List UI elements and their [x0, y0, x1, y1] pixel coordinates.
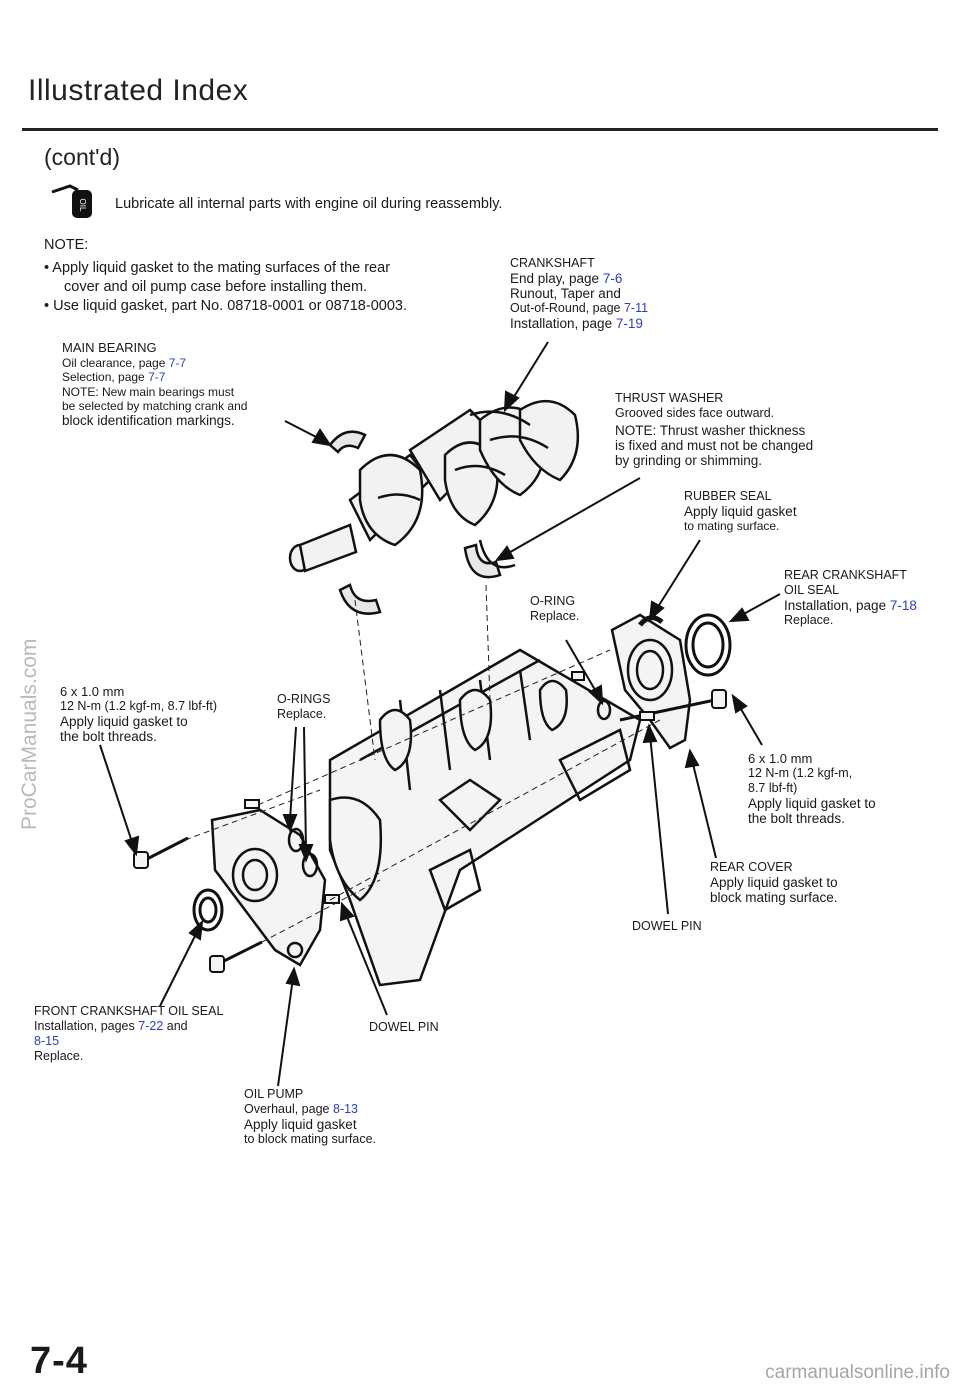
page-ref-7-7-oil[interactable]: 7-7 — [168, 355, 187, 370]
page-ref-8-15[interactable]: 8-15 — [34, 1034, 60, 1048]
dowel-pin-rear — [571, 671, 585, 681]
note-item-2: • Use liquid gasket, part No. 08718-0001… — [44, 298, 407, 314]
dowel-pin-top — [244, 799, 260, 809]
rear-cover — [610, 613, 692, 750]
label-rear-crankshaft-oil-seal: REAR CRANKSHAFT OIL SEAL Installation, p… — [784, 568, 917, 627]
label-front-crankshaft-oil-seal: FRONT CRANKSHAFT OIL SEAL Installation, … — [34, 1004, 224, 1063]
o-ring — [596, 699, 612, 721]
note-heading: NOTE: — [44, 237, 89, 253]
page-ref-7-7-selection[interactable]: 7-7 — [148, 370, 166, 384]
title-rule — [22, 128, 938, 131]
main-bearing-lower — [338, 583, 382, 615]
dowel-pin-right — [639, 711, 655, 721]
label-rubber-seal: RUBBER SEAL Apply liquid gasket to matin… — [684, 489, 797, 533]
o-ring-left-2 — [301, 852, 319, 878]
note-item-1-line-2: cover and oil pump case before installin… — [64, 279, 368, 295]
label-o-ring: O-RING Replace. — [530, 594, 580, 623]
label-thrust-washer: THRUST WASHER Grooved sides face outward… — [615, 391, 814, 468]
bolt-pump — [209, 940, 263, 973]
rear-crankshaft-oil-seal — [684, 613, 732, 677]
label-bolt-right: 6 x 1.0 mm 12 N-m (1.2 kgf-m, 8.7 lbf-ft… — [748, 751, 876, 826]
main-bearing-upper — [328, 430, 367, 454]
alignment-lines — [184, 584, 661, 943]
page-ref-7-18[interactable]: 7-18 — [889, 598, 917, 613]
page-ref-7-22[interactable]: 7-22 — [138, 1019, 164, 1033]
oil-note-text: Lubricate all internal parts with engine… — [115, 196, 503, 212]
oil-can-icon: OIL — [51, 184, 92, 218]
crankshaft-drawing — [288, 399, 580, 573]
watermark-bottom-right: carmanualsonline.info — [765, 1362, 950, 1383]
page-number: 7-4 — [30, 1340, 88, 1382]
note-item-1-line-1: • Apply liquid gasket to the mating surf… — [44, 260, 391, 276]
label-bolt-left: 6 x 1.0 mm 12 N-m (1.2 kgf-m, 8.7 lbf-ft… — [60, 684, 217, 744]
label-main-bearing: MAIN BEARING Oil clearance, page 7-7 Sel… — [62, 340, 248, 428]
engine-block — [328, 648, 642, 987]
svg-text:OIL: OIL — [78, 199, 87, 212]
thrust-washer — [463, 539, 516, 579]
note-block: NOTE: • Apply liquid gasket to the matin… — [44, 236, 407, 316]
label-crankshaft: CRANKSHAFT End play, page 7-6 Runout, Ta… — [510, 256, 649, 331]
page-subtitle: (cont'd) — [44, 144, 120, 170]
leader-lines — [99, 341, 781, 1087]
page-ref-8-13[interactable]: 8-13 — [332, 1102, 358, 1116]
label-dowel-pin-left: DOWEL PIN — [369, 1020, 439, 1034]
front-crankshaft-oil-seal — [192, 888, 224, 932]
watermark-left: ProCarManuals.com — [18, 638, 41, 830]
o-ring-left-1 — [287, 827, 305, 853]
page-ref-7-6[interactable]: 7-6 — [602, 271, 623, 286]
bolt-right — [619, 689, 727, 722]
bolt-left — [133, 836, 189, 869]
label-oil-pump: OIL PUMP Overhaul, page 8-13 Apply liqui… — [244, 1087, 377, 1146]
label-rear-cover: REAR COVER Apply liquid gasket to block … — [710, 860, 838, 905]
page-ref-7-11[interactable]: 7-11 — [623, 301, 649, 315]
label-dowel-pin-right: DOWEL PIN — [632, 919, 702, 933]
oil-pump — [210, 808, 327, 967]
page-title: Illustrated Index — [28, 74, 249, 107]
label-o-rings: O-RINGS Replace. — [277, 692, 331, 721]
page-ref-7-19[interactable]: 7-19 — [615, 316, 643, 331]
